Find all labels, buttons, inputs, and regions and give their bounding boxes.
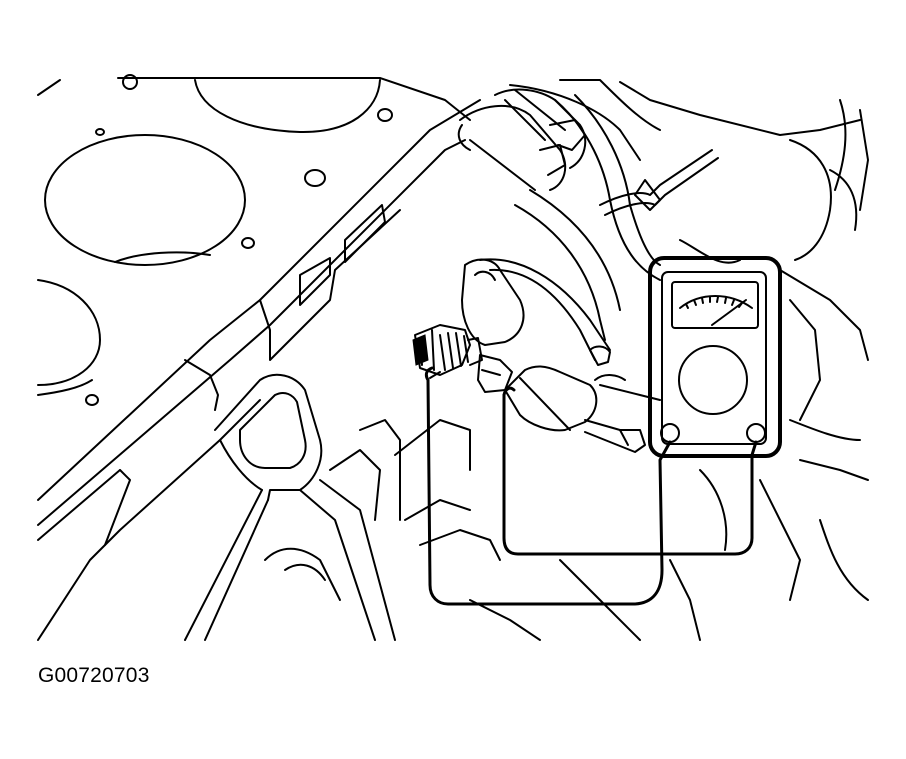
meter-needle xyxy=(711,299,747,326)
ohmmeter xyxy=(648,256,782,458)
engine-block xyxy=(37,74,869,641)
oil-pressure-sensor xyxy=(412,258,611,393)
test-lead-1 xyxy=(426,378,672,606)
figure-id-label: G00720703 xyxy=(38,664,150,687)
meter-probe xyxy=(504,345,661,453)
meter-jack-positive xyxy=(746,423,766,443)
coolant-hose xyxy=(457,88,587,191)
meter-jack-negative xyxy=(660,423,680,443)
test-leads xyxy=(424,366,758,606)
meter-dial-window xyxy=(671,281,759,329)
meter-selector-knob xyxy=(678,345,748,415)
